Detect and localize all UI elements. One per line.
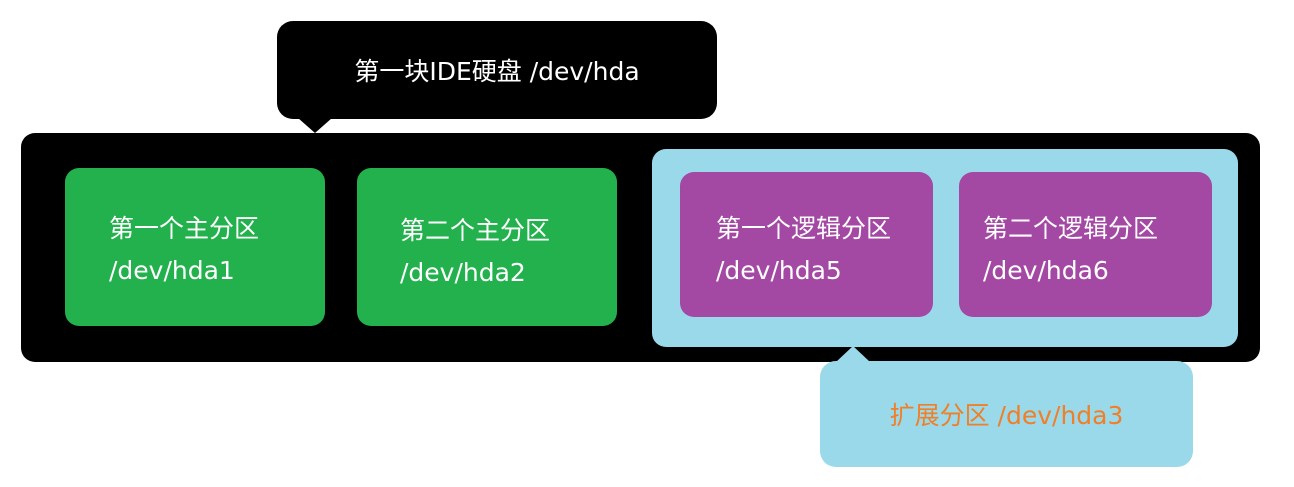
- partition-name: 第一个逻辑分区: [716, 214, 892, 243]
- extended-partition-label: 扩展分区 /dev/hda3: [889, 401, 1124, 430]
- disk-label-callout: 第一块IDE硬盘 /dev/hda: [277, 21, 717, 119]
- partition-name: 第二个逻辑分区: [983, 214, 1159, 243]
- logical-partition-2: 第二个逻辑分区 /dev/hda6: [959, 172, 1212, 317]
- disk-label: 第一块IDE硬盘 /dev/hda: [354, 57, 640, 86]
- partition-device: /dev/hda1: [109, 256, 235, 285]
- disk-label-callout-pointer: [298, 118, 332, 133]
- primary-partition-2: 第二个主分区 /dev/hda2: [357, 168, 617, 326]
- extended-label-callout-pointer: [836, 346, 870, 362]
- extended-label-callout: 扩展分区 /dev/hda3: [820, 361, 1193, 467]
- partition-device: /dev/hda5: [716, 256, 842, 285]
- partition-device: /dev/hda6: [983, 256, 1109, 285]
- primary-partition-1: 第一个主分区 /dev/hda1: [65, 168, 325, 326]
- partition-device: /dev/hda2: [400, 258, 526, 287]
- partition-name: 第二个主分区: [400, 216, 551, 245]
- logical-partition-1: 第一个逻辑分区 /dev/hda5: [680, 172, 933, 317]
- partition-name: 第一个主分区: [109, 214, 260, 243]
